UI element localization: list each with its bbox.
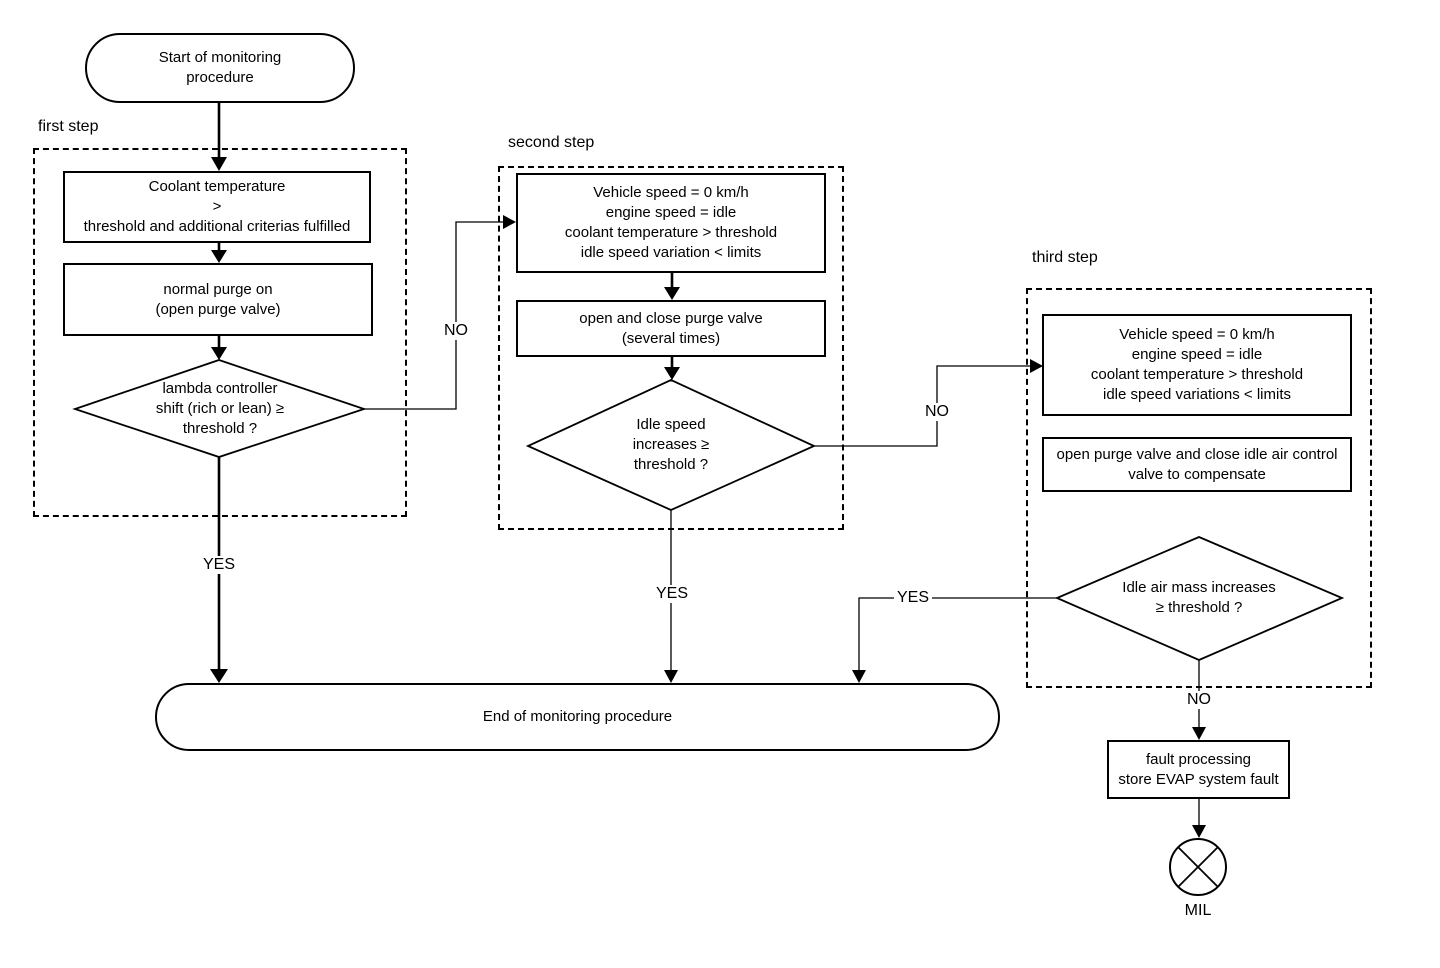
decision-idle-speed-line: threshold ? [633, 456, 709, 473]
node-idle-conditions-step2: Vehicle speed = 0 km/h engine speed = id… [516, 173, 826, 273]
node-purge-cycle-line: (several times) [621, 329, 721, 347]
decision-lambda-shift-line: threshold ? [182, 420, 258, 437]
node-coolant-check-line: threshold and additional criterias fulfi… [83, 218, 351, 235]
edge-label-no-lambda: NO [441, 322, 471, 340]
node-purge-compensate: open purge valve and close idle air cont… [1042, 437, 1352, 492]
node-end-label: End of monitoring procedure [482, 708, 673, 725]
edge-lambda-no-to-step2 [364, 221, 504, 410]
group-label-second-step: second step [508, 134, 595, 151]
arrowhead-icon [664, 287, 680, 300]
node-normal-purge-line: (open purge valve) [155, 300, 281, 318]
mil-lamp-cross-line [1177, 846, 1219, 888]
arrowhead-icon [210, 669, 228, 683]
arrowhead-icon [211, 250, 227, 263]
node-normal-purge-line: normal purge on [163, 280, 273, 298]
node-normal-purge: normal purge on (open purge valve) [63, 263, 373, 336]
decision-idle-speed-shape [525, 379, 817, 511]
arrowhead-icon [1192, 727, 1206, 740]
node-fault-processing-line: store EVAP system fault [1118, 770, 1279, 788]
arrowhead-icon [1192, 825, 1206, 838]
arrowhead-icon [1030, 359, 1043, 373]
decision-idle-air-mass-label: Idle air mass increases ≥ threshold ? [1069, 578, 1329, 618]
node-coolant-check-line: Coolant temperature [148, 178, 286, 195]
arrowhead-icon [664, 367, 680, 380]
arrowhead-icon [211, 157, 227, 171]
decision-idle-speed-line: increases ≥ [632, 436, 710, 453]
arrowhead-icon [664, 670, 678, 683]
node-idle-conditions-step2-line: Vehicle speed = 0 km/h [593, 184, 749, 201]
edge-label-no-idleair: NO [1184, 691, 1214, 709]
decision-idle-air-mass-shape [1054, 536, 1345, 661]
node-idle-conditions-step2-line: coolant temperature > threshold [564, 224, 778, 241]
edge-label-yes-lambda: YES [199, 556, 239, 574]
node-fault-processing: fault processing store EVAP system fault [1107, 740, 1290, 799]
node-idle-conditions-step3-line: Vehicle speed = 0 km/h [1119, 326, 1275, 343]
node-purge-cycle: open and close purge valve (several time… [516, 300, 826, 357]
node-idle-conditions-step2-line: engine speed = idle [605, 204, 737, 221]
node-idle-conditions-step3-line: idle speed variations < limits [1102, 386, 1291, 403]
edge-label-yes-idleair: YES [893, 589, 933, 607]
node-start-label: Start of monitoring procedure [158, 49, 282, 86]
edge-label-yes-idlespeed: YES [652, 585, 692, 603]
edge-label-no-idlespeed: NO [922, 403, 952, 421]
group-label-third-step: third step [1032, 249, 1098, 266]
node-end-terminator: End of monitoring procedure [155, 683, 1000, 751]
node-idle-conditions-step3-line: coolant temperature > threshold [1090, 366, 1304, 383]
group-label-first-step: first step [38, 118, 99, 135]
node-idle-conditions-step3: Vehicle speed = 0 km/h engine speed = id… [1042, 314, 1352, 416]
decision-idle-speed-label: Idle speed increases ≥ threshold ? [576, 415, 766, 475]
node-idle-conditions-step2-line: idle speed variation < limits [580, 244, 762, 261]
decision-lambda-shift-line: lambda controller [162, 380, 278, 397]
arrowhead-icon [852, 670, 866, 683]
mil-lamp-circle [1169, 838, 1227, 896]
node-purge-compensate-line: open purge valve and close idle air cont… [1056, 445, 1338, 463]
decision-lambda-shift-shape [72, 359, 367, 458]
decision-lambda-shift-line: shift (rich or lean) ≥ [155, 400, 285, 417]
decision-idle-air-mass-line: Idle air mass increases [1122, 579, 1276, 596]
node-idle-conditions-step3-line: engine speed = idle [1131, 346, 1263, 363]
node-coolant-check: Coolant temperature > threshold and addi… [63, 171, 371, 243]
node-purge-cycle-line: open and close purge valve [579, 309, 763, 327]
arrowhead-icon [211, 347, 227, 360]
arrowhead-icon [503, 215, 516, 229]
decision-lambda-shift-label: lambda controller shift (rich or lean) ≥… [105, 379, 335, 439]
mil-lamp-icon [1169, 838, 1227, 896]
node-fault-processing-line: fault processing [1145, 750, 1252, 768]
node-coolant-check-line: > [212, 198, 222, 215]
node-start-terminator: Start of monitoring procedure [85, 33, 355, 103]
mil-label: MIL [1184, 902, 1212, 919]
decision-idle-air-mass-line: ≥ threshold ? [1155, 599, 1243, 616]
edge-idleair-yes-to-end [858, 597, 1057, 671]
node-purge-compensate-line: valve to compensate [1128, 465, 1266, 483]
decision-idle-speed-line: Idle speed [636, 416, 706, 433]
